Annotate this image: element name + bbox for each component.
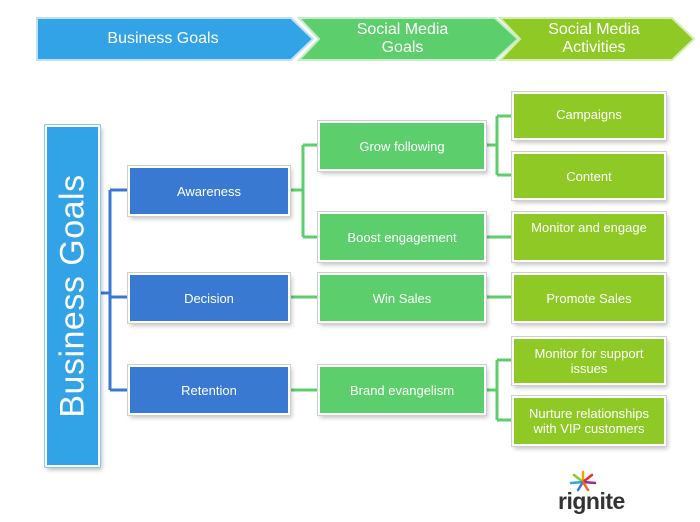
social-goal-label: Grow following [359, 138, 445, 154]
chevron-shape [498, 17, 696, 61]
social-goal-label: Win Sales [372, 290, 432, 306]
activity-label: Campaigns [556, 107, 622, 122]
activity-label: Monitor and engage [531, 220, 647, 235]
activity-content: Content [512, 152, 666, 200]
header-step-label: Business Goals [107, 30, 219, 47]
social-goal-label: Boost engagement [347, 229, 457, 245]
activity-monitor-and-engage: Monitor and engage [512, 212, 666, 262]
header-step-business-goals: Business Goals [35, 16, 317, 62]
goal-awareness: Awareness [128, 166, 290, 216]
activity-campaigns: Campaigns [512, 92, 666, 140]
social-goal-boost-engagement: Boost engagement [318, 212, 486, 262]
business-goals-banner-label: Business Goals [53, 174, 91, 418]
chevron-shape [297, 17, 520, 61]
social-goal-brand-evangelism: Brand evangelism [318, 365, 486, 415]
header-step-label: Social Media Activities [548, 21, 640, 56]
chevron-shape [36, 17, 315, 61]
goal-label: Awareness [176, 183, 242, 199]
goal-label: Retention [181, 382, 237, 398]
header-step-social-media-activities: Social Media Activities [498, 16, 698, 62]
starburst-icon [569, 470, 597, 492]
activity-monitor-for-support: Monitor for support issues [512, 337, 666, 385]
social-goal-grow-following: Grow following [318, 121, 486, 171]
header-step-label: Social Media Goals [356, 21, 449, 56]
rignite-logo: rignite [556, 470, 656, 515]
social-goal-win-sales: Win Sales [318, 273, 486, 323]
activity-label: Content [566, 168, 612, 184]
goal-retention: Retention [128, 365, 290, 415]
goal-label: Decision [184, 290, 234, 306]
header-step-social-media-goals: Social Media Goals [297, 16, 522, 62]
business-goals-banner: Business Goals [45, 125, 100, 467]
activity-promote-sales: Promote Sales [512, 273, 666, 323]
activity-label: Monitor for support issues [534, 346, 644, 376]
goal-decision: Decision [128, 273, 290, 323]
logo-wordmark: rignite [558, 488, 625, 514]
activity-label: Nurture relationships with VIP customers [529, 406, 649, 436]
activity-label: Promote Sales [546, 290, 632, 306]
activity-nurture-relationships: Nurture relationships with VIP customers [512, 396, 666, 446]
social-goal-label: Brand evangelism [349, 382, 455, 398]
